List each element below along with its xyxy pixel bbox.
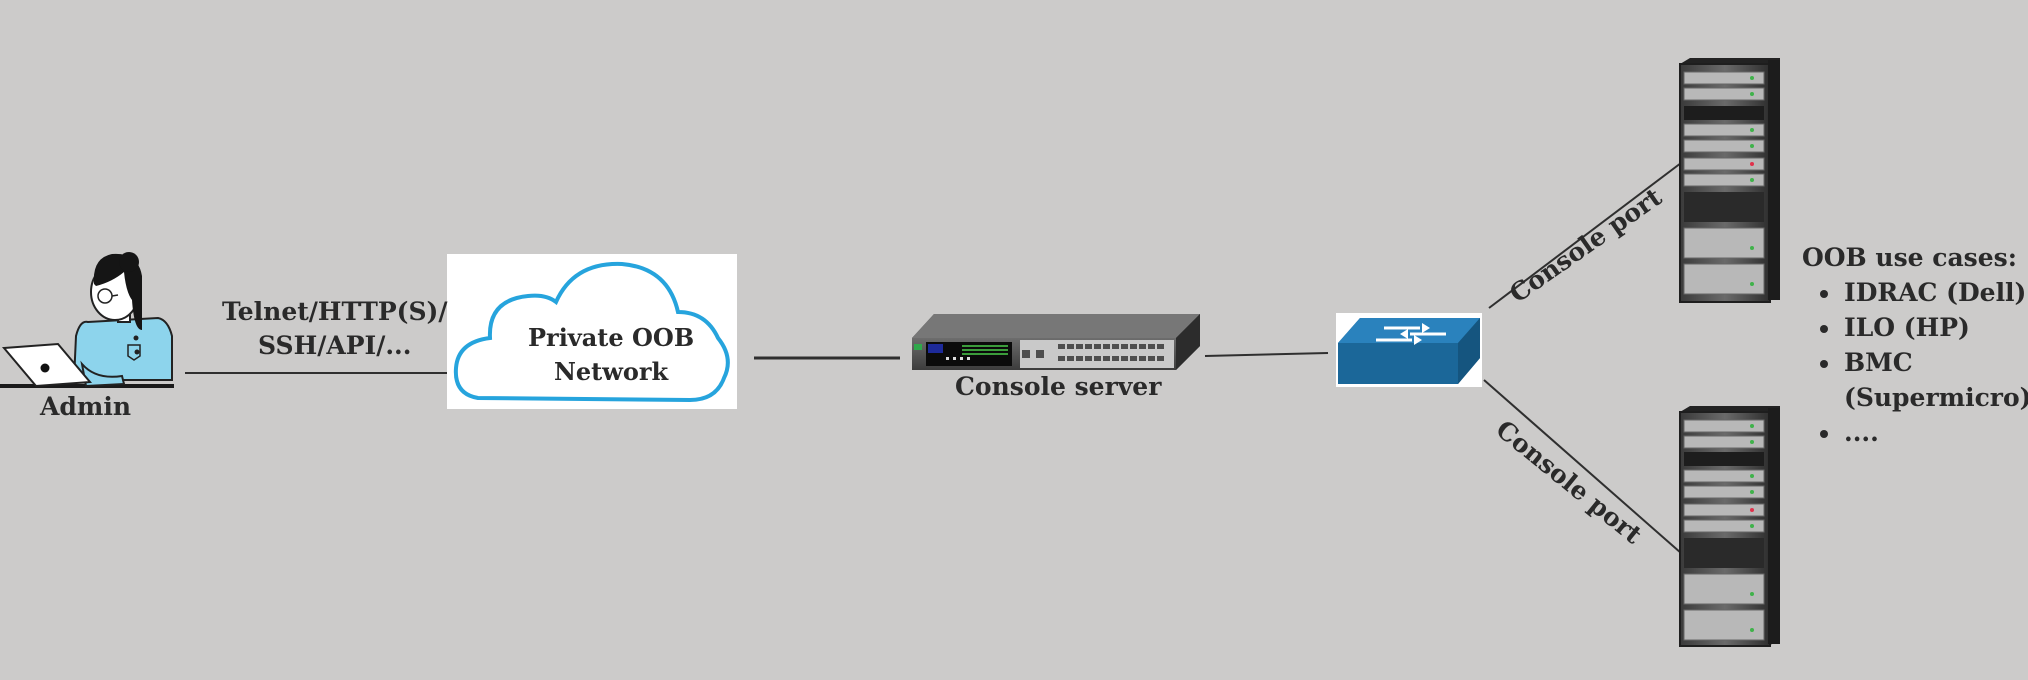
oob-use-cases-title: OOB use cases: <box>1802 243 2017 272</box>
switch-to-server-bottom-line <box>1483 379 1682 554</box>
oob-use-cases-list: IDRAC (Dell) ILO (HP) BMC (Supermicro) .… <box>1802 275 2028 450</box>
cloud-icon <box>453 261 730 403</box>
cloud-label-line1: Private OOB <box>528 323 695 352</box>
use-case-item: BMC <box>1842 345 2028 380</box>
server-rack-top-icon <box>1679 58 1780 303</box>
network-switch-icon <box>1336 313 1482 387</box>
protocols-label-line2: SSH/API/... <box>258 331 412 360</box>
private-oob-network-cloud <box>447 254 737 409</box>
admin-label: Admin <box>40 392 132 421</box>
cloud-label-line2: Network <box>553 357 669 386</box>
switch-to-server-top-line <box>1488 162 1682 309</box>
connectors <box>185 162 1682 554</box>
cloud-label: Private OOB Network <box>528 321 694 389</box>
use-case-item-continuation: (Supermicro) <box>1844 383 2028 412</box>
oob-use-cases: OOB use cases: IDRAC (Dell) ILO (HP) BMC… <box>1802 240 2028 450</box>
use-case-item: IDRAC (Dell) <box>1842 275 2028 310</box>
protocols-label-line1: Telnet/HTTP(S)/ <box>222 297 448 326</box>
console-server-label: Console server <box>955 372 1162 401</box>
protocols-label: Telnet/HTTP(S)/ SSH/API/... <box>222 295 447 363</box>
console-to-switch-line <box>1204 352 1329 357</box>
console-server-icon <box>912 314 1200 370</box>
server-rack-bottom-icon <box>1679 406 1780 647</box>
admin-person-icon <box>0 252 174 388</box>
use-case-item: ILO (HP) <box>1842 310 2028 345</box>
use-case-item: .... <box>1842 415 2028 450</box>
